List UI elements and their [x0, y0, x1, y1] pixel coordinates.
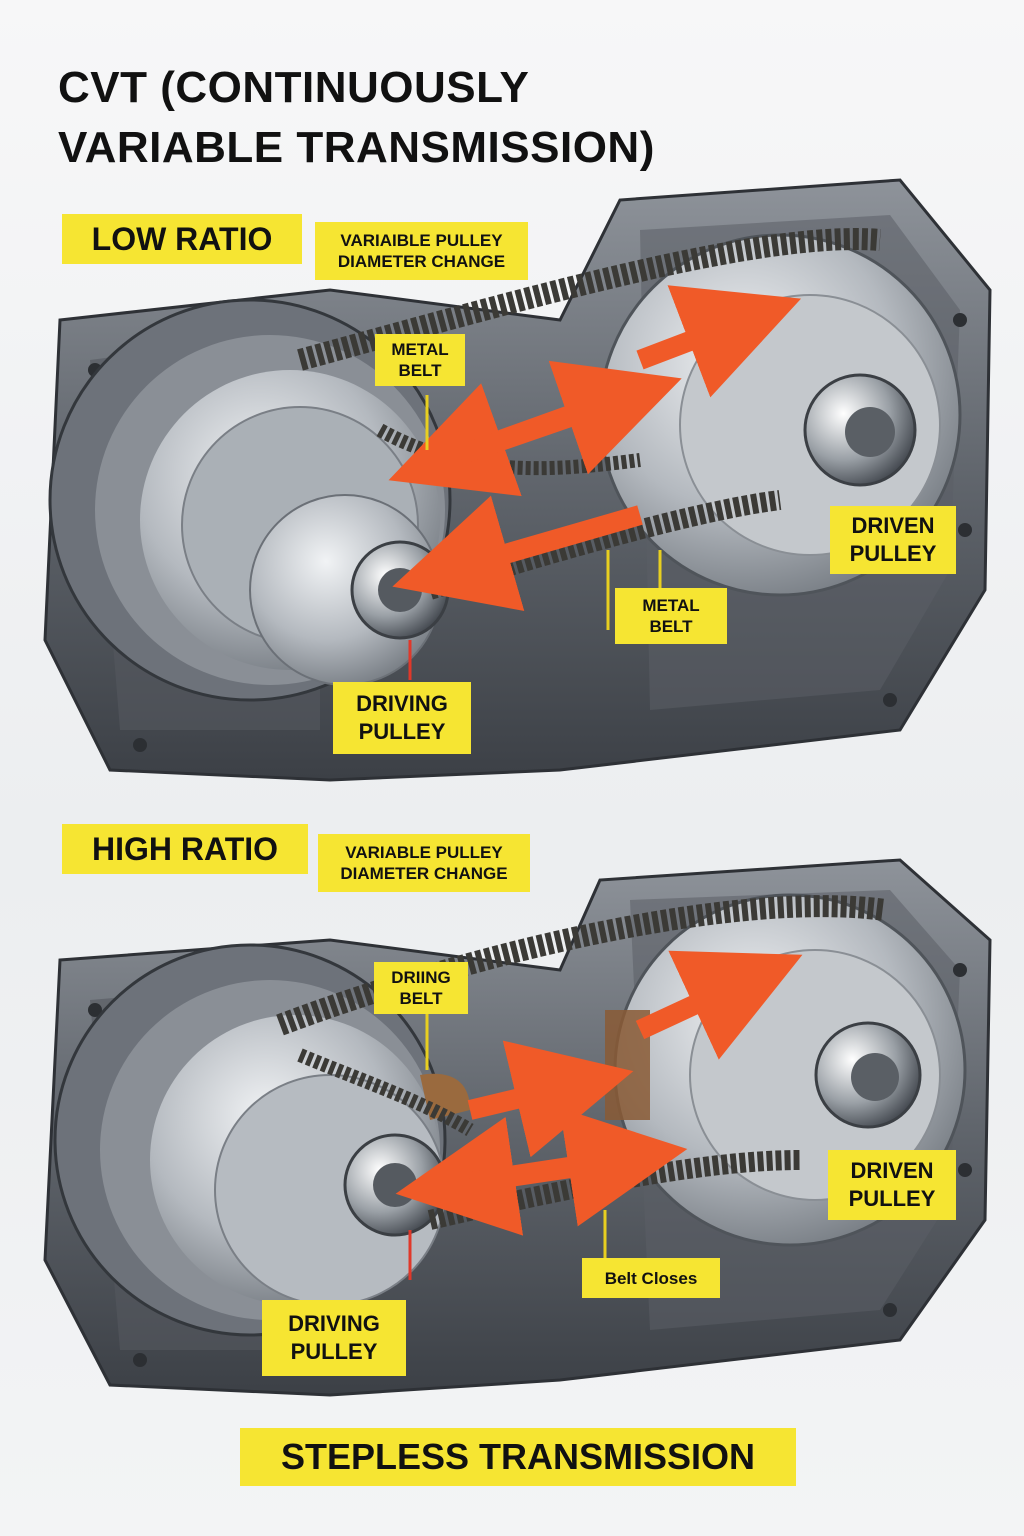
driving-pulley-label-high: DRIVING PULLEY — [262, 1300, 406, 1376]
title-line-2: VARIABLE TRANSMISSION) — [58, 123, 655, 172]
metal-belt-label-top: METAL BELT — [375, 334, 465, 386]
metal-belt — [276, 895, 887, 1036]
motion-arrow — [635, 950, 803, 1060]
driven-pulley-label-low: DRIVEN PULLEY — [830, 506, 956, 574]
motion-arrow — [636, 285, 802, 398]
high-ratio-heading: HIGH RATIO — [62, 824, 308, 874]
low-ratio-heading: LOW RATIO — [62, 214, 302, 264]
driing-belt-label: DRIING BELT — [374, 962, 468, 1014]
variable-pulley-label-low: VARIAIBLE PULLEY DIAMETER CHANGE — [315, 222, 528, 280]
variable-pulley-label-high: VARIABLE PULLEY DIAMETER CHANGE — [318, 834, 530, 892]
title-line-1: CVT (CONTINUOUSLY — [58, 63, 530, 112]
metal-belt — [297, 228, 881, 371]
motion-arrow — [467, 1040, 634, 1158]
high-ratio-diagram — [43, 858, 992, 1397]
belt-closes-label: Belt Closes — [582, 1258, 720, 1298]
motion-arrow — [392, 495, 643, 611]
metal-belt-label-bottom: METAL BELT — [615, 588, 727, 644]
stepless-transmission-banner: STEPLESS TRANSMISSION — [240, 1428, 796, 1486]
motion-arrow — [456, 360, 682, 475]
low-ratio-diagram — [43, 178, 992, 782]
driven-pulley-label-high: DRIVEN PULLEY — [828, 1150, 956, 1220]
page-title: CVT (CONTINUOUSLY VARIABLE TRANSMISSION) — [58, 58, 858, 178]
driving-pulley-label-low: DRIVING PULLEY — [333, 682, 471, 754]
motion-arrow — [468, 1107, 688, 1227]
